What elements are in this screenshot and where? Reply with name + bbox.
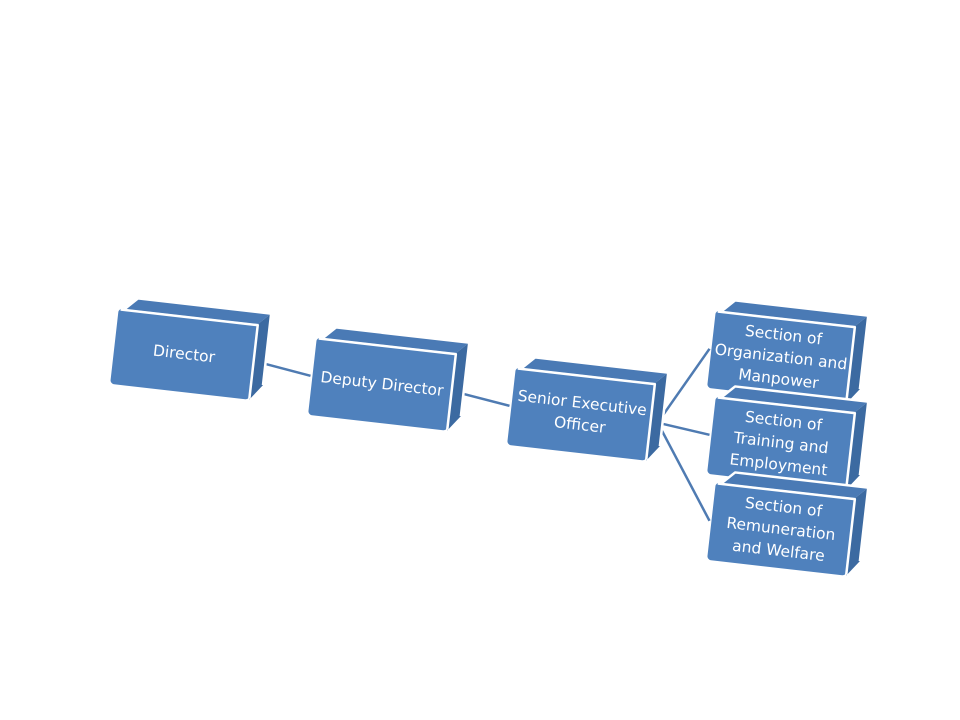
node-top-face [721,386,869,413]
node-senior-executive-officer: Senior ExecutiveOfficer [507,356,670,461]
connector-deputy-director-to-senior-executive-officer [458,391,510,408]
connector-senior-executive-officer-to-section-organization-manpower [656,348,711,424]
node-section-remuneration-welfare: Section ofRemunerationand Welfare [707,471,870,576]
node-edge-highlight [318,337,458,430]
node-layer: Director Deputy Director Senior ExecutiveO… [110,297,870,576]
node-front-face [707,396,855,490]
node-label-line: Officer [553,413,607,437]
node-edge-highlight [517,367,657,460]
node-side-face [447,342,470,431]
node-deputy-director: Deputy Director [308,326,471,431]
node-side-face [846,401,869,490]
node-back-edge [521,356,670,447]
node-back-edge [721,385,870,476]
node-top-face [521,357,669,384]
node-edge-highlight [717,396,857,489]
node-top-face [721,300,869,327]
connector-director-to-deputy-director [260,361,311,378]
node-edge-highlight [717,482,857,575]
connector-layer [260,348,711,522]
node-back-edge [322,326,471,417]
connector-senior-executive-officer-to-section-training-employment [657,421,710,437]
node-label: Section ofTraining andEmployment [729,406,834,479]
node-side-face [646,372,669,461]
node-side-face [846,315,869,404]
node-back-edge [721,471,870,562]
node-front-face [707,310,855,404]
node-director: Director [110,297,273,400]
node-edge-highlight [120,308,259,399]
node-front-face [707,482,855,576]
node-front-face [507,367,655,461]
node-top-face [322,327,470,354]
node-side-face [846,487,869,576]
connector-senior-executive-officer-to-section-remuneration-welfare [656,422,711,522]
node-section-organization-manpower: Section ofOrganization andManpower [707,299,870,404]
node-front-face [308,337,456,431]
node-front-face [110,308,258,400]
node-top-face [124,298,272,325]
node-back-edge [721,299,870,390]
node-top-face [721,472,869,499]
node-back-edge [123,297,273,386]
node-edge-highlight [717,310,857,403]
node-side-face [249,313,272,400]
